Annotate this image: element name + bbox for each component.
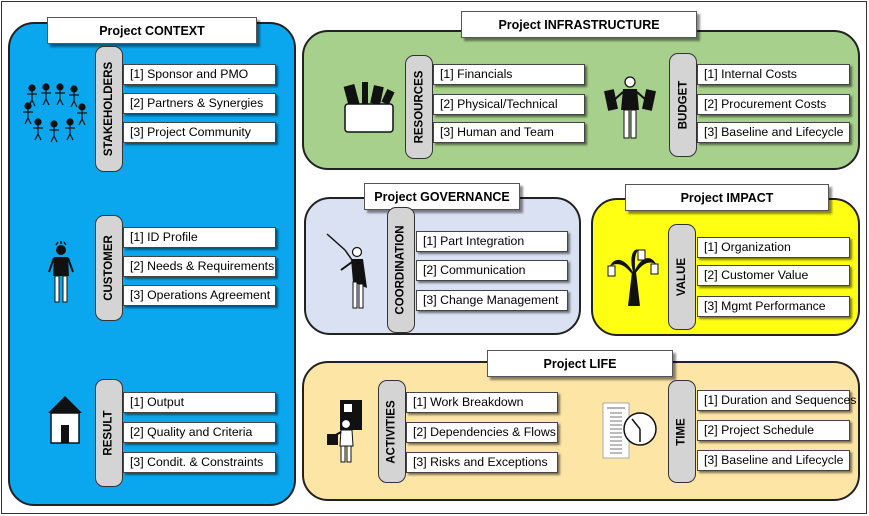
impact-title: Project IMPACT bbox=[625, 184, 829, 211]
list-item: [3] Baseline and Lifecycle bbox=[697, 122, 850, 143]
list-item: [3] Risks and Exceptions bbox=[406, 452, 558, 473]
customer-tab: CUSTOMER bbox=[95, 215, 123, 321]
list-item: [1] Work Breakdown bbox=[406, 392, 558, 413]
worker-boxes-icon bbox=[327, 400, 362, 463]
list-item: [2] Communication bbox=[416, 260, 568, 281]
toolbox-icon bbox=[343, 82, 395, 133]
list-item: [3] Mgmt Performance bbox=[697, 296, 850, 317]
list-item: [2] Needs & Requirements bbox=[123, 256, 276, 277]
list-item: [3] Condit. & Constraints bbox=[123, 452, 276, 473]
budget-tab: BUDGET bbox=[669, 53, 697, 157]
list-item: [3] Baseline and Lifecycle bbox=[697, 450, 850, 471]
stakeholders-label: STAKEHOLDERS bbox=[103, 61, 116, 157]
governance-title: Project GOVERNANCE bbox=[364, 183, 520, 210]
result-tab: RESULT bbox=[95, 379, 123, 487]
coordination-label: COORDINATION bbox=[395, 225, 408, 315]
budget-label: BUDGET bbox=[677, 80, 689, 130]
list-item: [2] Project Schedule bbox=[697, 420, 850, 441]
value-tab: VALUE bbox=[668, 224, 696, 330]
result-label: RESULT bbox=[103, 410, 115, 456]
schedule-clock-icon bbox=[602, 402, 657, 459]
list-item: [1] Duration and Sequences bbox=[697, 390, 856, 411]
list-item: [2] Procurement Costs bbox=[697, 94, 850, 115]
context-title: Project CONTEXT bbox=[47, 17, 257, 44]
activities-tab: ACTIVITIES bbox=[378, 380, 406, 483]
customer-person-icon bbox=[48, 241, 74, 303]
stakeholders-tab: STAKEHOLDERS bbox=[95, 46, 123, 172]
house-icon bbox=[48, 396, 82, 444]
time-tab: TIME bbox=[668, 380, 696, 483]
customer-label: CUSTOMER bbox=[103, 235, 116, 301]
list-item: [1] Sponsor and PMO bbox=[123, 64, 276, 85]
list-item: [2] Customer Value bbox=[697, 265, 850, 286]
list-item: [1] Output bbox=[123, 392, 276, 413]
time-label: TIME bbox=[676, 417, 689, 446]
list-item: [3] Operations Agreement bbox=[123, 285, 276, 306]
list-item: [3] Change Management bbox=[416, 290, 568, 311]
list-item: [2] Partners & Synergies bbox=[123, 93, 276, 114]
person-money-icon bbox=[604, 76, 656, 139]
list-item: [2] Quality and Criteria bbox=[123, 422, 276, 443]
list-item: [1] Internal Costs bbox=[697, 64, 850, 85]
list-item: [1] ID Profile bbox=[123, 227, 276, 248]
conductor-icon bbox=[326, 233, 367, 309]
list-item: [3] Human and Team bbox=[433, 122, 585, 143]
resources-label: RESOURCES bbox=[413, 70, 426, 144]
list-item: [2] Dependencies & Flows bbox=[406, 422, 558, 443]
activities-label: ACTIVITIES bbox=[386, 399, 399, 464]
list-item: [1] Organization bbox=[697, 237, 850, 258]
list-item: [1] Part Integration bbox=[416, 231, 568, 252]
coordination-tab: COORDINATION bbox=[387, 207, 415, 333]
list-item: [1] Financials bbox=[433, 64, 585, 85]
life-title: Project LIFE bbox=[487, 350, 673, 377]
value-label: VALUE bbox=[676, 257, 688, 297]
list-item: [2] Physical/Technical bbox=[433, 94, 585, 115]
list-item: [3] Project Community bbox=[123, 122, 276, 143]
palm-tree-icon bbox=[607, 249, 659, 306]
resources-tab: RESOURCES bbox=[405, 55, 433, 159]
infrastructure-title: Project INFRASTRUCTURE bbox=[461, 11, 697, 38]
people-crowd-icon bbox=[23, 83, 87, 143]
